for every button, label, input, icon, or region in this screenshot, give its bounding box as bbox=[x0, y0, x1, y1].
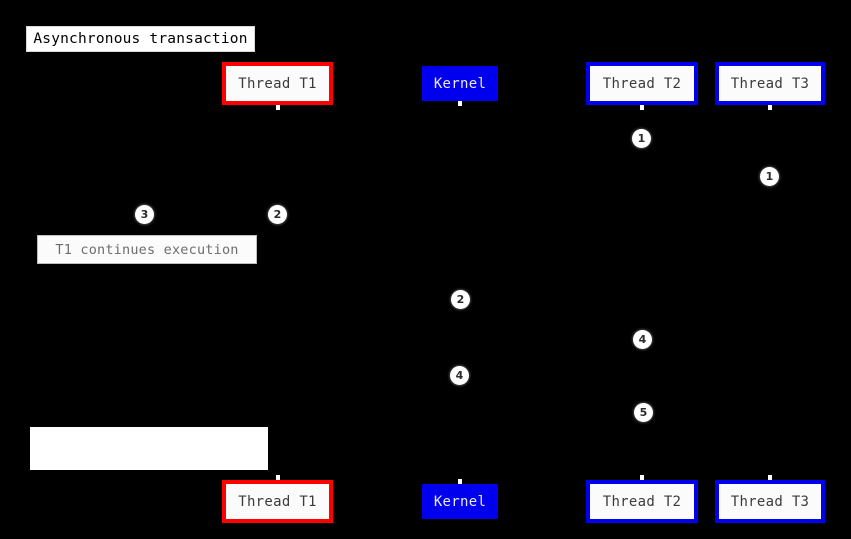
participant-thread-t3[interactable]: Thread T3 bbox=[715, 62, 825, 105]
participant-kernel[interactable]: Kernel bbox=[422, 66, 498, 101]
lifeline-stub bbox=[275, 105, 280, 110]
lifeline-stub bbox=[275, 475, 280, 480]
participant-label: Thread T1 bbox=[238, 493, 317, 510]
lifeline-stub bbox=[768, 105, 772, 110]
participant-label: Thread T2 bbox=[602, 493, 682, 510]
lifeline-stub bbox=[640, 105, 644, 110]
participant-label: Thread T3 bbox=[730, 75, 810, 92]
diagram-title: Asynchronous transaction bbox=[26, 26, 255, 52]
participant-label: Thread T1 bbox=[238, 75, 317, 92]
participant-label: Thread T2 bbox=[602, 75, 682, 92]
step-badge-1-t3: 1 bbox=[760, 167, 779, 186]
step-badge-5-t2: 5 bbox=[634, 403, 653, 422]
step-badge-4-t2: 4 bbox=[633, 330, 652, 349]
participant-thread-t2[interactable]: Thread T2 bbox=[586, 480, 698, 523]
note-empty-note bbox=[30, 427, 268, 470]
step-badge-3-t1: 3 bbox=[135, 205, 154, 224]
participant-label: Kernel bbox=[433, 493, 487, 510]
lifeline-stub bbox=[458, 101, 462, 106]
participant-thread-t1[interactable]: Thread T1 bbox=[222, 62, 333, 105]
participant-label: Kernel bbox=[433, 75, 487, 92]
step-badge-2-t1: 2 bbox=[268, 205, 287, 224]
note-t1-continues-execution: T1 continues execution bbox=[37, 235, 257, 264]
participant-thread-t3[interactable]: Thread T3 bbox=[715, 480, 825, 523]
participant-thread-t2[interactable]: Thread T2 bbox=[586, 62, 698, 105]
participant-thread-t1[interactable]: Thread T1 bbox=[222, 480, 333, 523]
participant-label: Thread T3 bbox=[730, 493, 810, 510]
step-badge-4-kernel: 4 bbox=[450, 366, 469, 385]
lifeline-stub bbox=[768, 475, 772, 480]
step-badge-1-t2: 1 bbox=[632, 129, 651, 148]
lifeline-stub bbox=[458, 479, 462, 484]
lifeline-stub bbox=[640, 475, 644, 480]
step-badge-2-kernel: 2 bbox=[451, 290, 470, 309]
participant-kernel[interactable]: Kernel bbox=[422, 484, 498, 519]
